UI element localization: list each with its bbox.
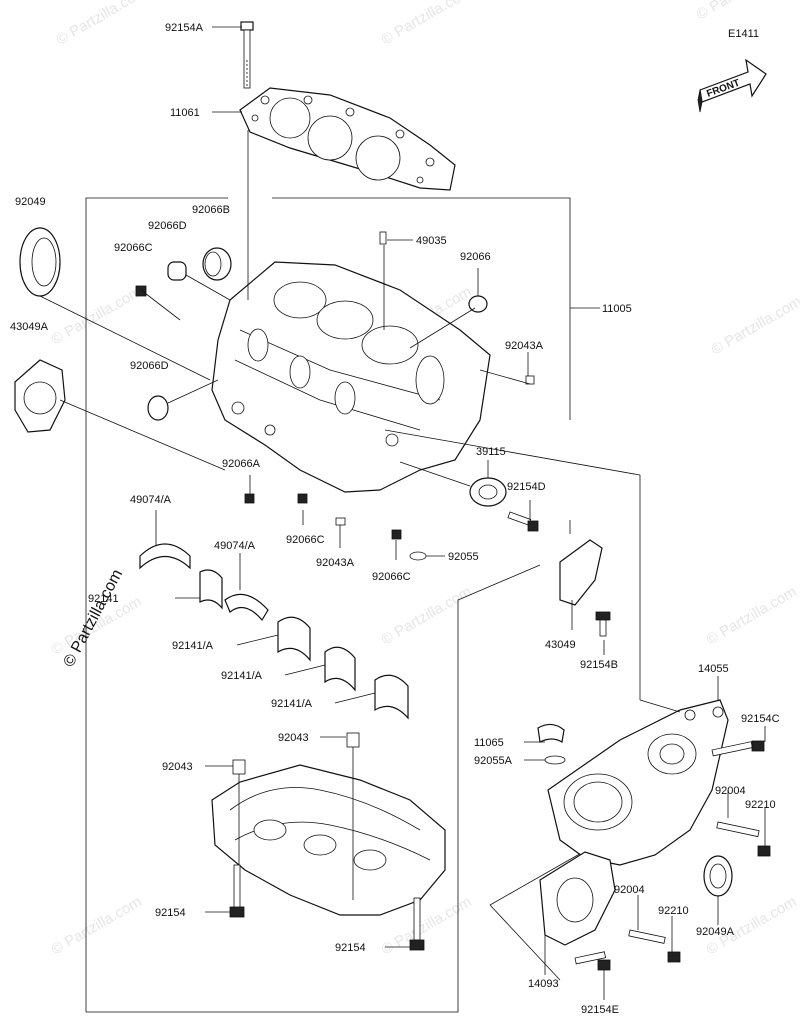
- part-label: 92154A: [165, 22, 204, 34]
- part-label: 92141/A: [221, 670, 263, 682]
- gasket-43049a: [14, 359, 66, 433]
- watermark: © Partzilla.com: [709, 293, 800, 358]
- part-label: 49074/A: [130, 494, 172, 506]
- part-label: 49035: [416, 235, 447, 247]
- part-label: 92066B: [192, 204, 230, 216]
- part-label: 92043A: [316, 557, 355, 569]
- part-label: 92049: [15, 196, 46, 208]
- cylinder-head-gasket: [239, 87, 456, 191]
- watermark: © Partzilla.com: [49, 893, 145, 958]
- part-labels: 92154A 11061 92049 92066B 92066D 92066C …: [10, 22, 780, 1016]
- part-label: 92141: [88, 593, 119, 605]
- gasket-43049: [559, 539, 611, 637]
- part-label: 92154C: [741, 713, 780, 725]
- bolt-parts: [574, 740, 771, 971]
- part-label: 92154: [155, 907, 186, 919]
- part-label: 92154B: [580, 659, 618, 671]
- part-label: 92043: [278, 732, 309, 744]
- part-label: 92066C: [114, 242, 153, 254]
- part-label: 11005: [602, 303, 632, 315]
- part-label: 14093: [528, 978, 559, 990]
- part-label: 92066: [460, 251, 491, 263]
- watermark: © Partzilla.com: [49, 283, 145, 348]
- watermark: © Partzilla.com: [379, 583, 475, 648]
- part-label: 92141/A: [271, 698, 313, 710]
- part-label: 92066A: [222, 458, 261, 470]
- watermark: © Partzilla.com: [379, 0, 475, 48]
- oil-pump: [469, 477, 539, 532]
- part-label: 92043A: [505, 340, 544, 352]
- front-cover: [539, 851, 616, 946]
- crankcase-upper: [211, 261, 491, 493]
- part-label: 92210: [745, 799, 776, 811]
- part-label: 92066C: [286, 534, 325, 546]
- oil-filler-cap: [537, 723, 566, 765]
- part-label: 92049A: [696, 926, 735, 938]
- part-label: 11061: [170, 107, 200, 119]
- part-label: 39115: [476, 446, 506, 458]
- part-label: 92055A: [474, 755, 513, 767]
- gear-case: [547, 699, 729, 866]
- part-label: 92004: [715, 785, 746, 797]
- plug-parts: [135, 231, 535, 561]
- head-bolt: [240, 21, 254, 89]
- part-label: 92066C: [372, 571, 411, 583]
- watermark: © Partzilla.com: [694, 0, 790, 23]
- part-label: 92141/A: [172, 640, 214, 652]
- watermark: © Partzilla.com: [704, 583, 800, 648]
- oil-seal: [19, 227, 61, 297]
- watermark: © Partzilla.com: [54, 0, 150, 48]
- part-label: 92066D: [148, 220, 187, 232]
- part-label: 92004: [614, 884, 645, 896]
- part-label: 49074/A: [214, 540, 256, 552]
- part-label: 92055: [448, 551, 479, 563]
- bearing-parts: [139, 543, 409, 720]
- part-label: 11065: [474, 737, 504, 749]
- diagram-code: E1411: [728, 28, 759, 40]
- part-label: 14055: [698, 663, 729, 675]
- part-label: 92066D: [130, 360, 169, 372]
- part-label: 92154D: [507, 481, 546, 493]
- part-label: 43049: [545, 639, 576, 651]
- crankcase-lower: [211, 732, 446, 951]
- front-arrow-icon: FRONT: [697, 58, 767, 113]
- part-label: 43049A: [10, 321, 49, 333]
- part-label: 92154: [335, 942, 366, 954]
- part-label: 92210: [658, 905, 689, 917]
- part-label: 92043: [162, 761, 193, 773]
- leader-lines: [39, 26, 766, 1000]
- frame-lines: [85, 197, 600, 1013]
- part-label: 92154E: [581, 1004, 619, 1016]
